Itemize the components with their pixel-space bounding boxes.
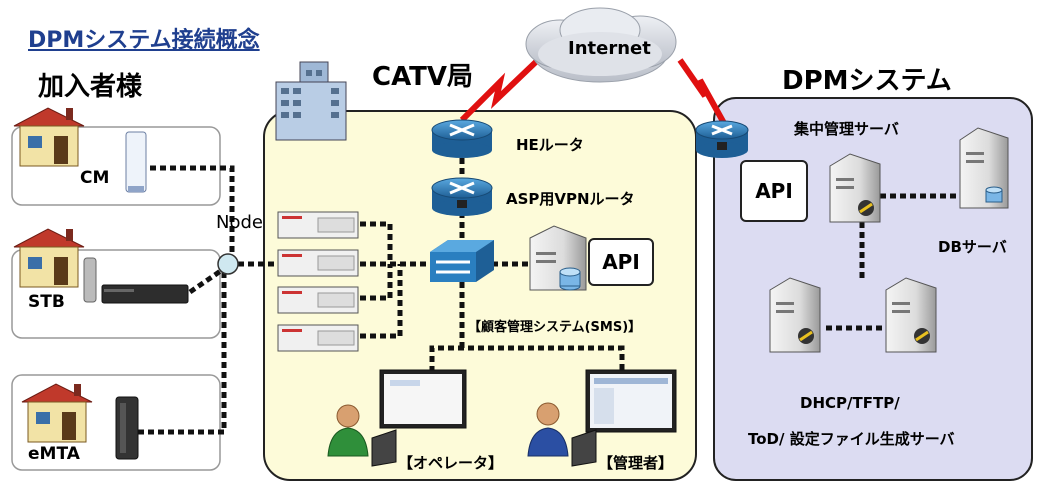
dotted-connections <box>138 148 960 435</box>
central-server-icon <box>829 153 881 223</box>
wan-link-catv <box>459 55 543 123</box>
central-server-label: 集中管理サーバ <box>794 120 899 138</box>
cable-modem-icon <box>125 131 147 193</box>
tod-server-icon <box>885 277 937 353</box>
db-server-label: DBサーバ <box>938 238 1007 256</box>
set-top-box-icon <box>83 257 189 304</box>
internet-label: Internet <box>568 38 651 59</box>
he-router-icon <box>431 119 493 158</box>
subscriber-heading: 加入者様 <box>38 72 143 102</box>
node-label: Node <box>216 212 263 233</box>
dpm-router-icon <box>695 120 749 158</box>
house-icon <box>13 107 85 167</box>
tod-config-label: ToD/ 設定ファイル生成サーバ <box>748 430 955 448</box>
device-label-emta: eMTA <box>28 444 80 464</box>
vpn-router-label: ASP用VPNルータ <box>506 190 635 208</box>
headend-server-icon <box>277 249 359 277</box>
dhcp-tftp-label: DHCP/TFTP/ <box>800 394 900 412</box>
sms-label: 【顧客管理システム(SMS)】 <box>468 320 642 335</box>
node-circle <box>217 253 239 275</box>
house-icon <box>13 228 85 288</box>
diagram-title: DPMシステム接続概念 <box>28 28 260 53</box>
dhcp-server-icon <box>769 277 821 353</box>
admin-monitor-icon <box>585 369 677 433</box>
sms-server-icon <box>529 225 587 291</box>
catv-heading: CATV局 <box>372 62 474 92</box>
device-label-cm: CM <box>80 168 110 188</box>
db-server-icon <box>959 127 1009 209</box>
catv-api-box: API <box>588 238 654 286</box>
headend-server-icon <box>277 324 359 352</box>
admin-label: 【管理者】 <box>598 454 674 472</box>
dpm-heading: DPMシステム <box>782 66 952 96</box>
vpn-router-icon <box>431 177 493 216</box>
emta-icon <box>115 396 139 460</box>
headend-server-icon <box>277 211 359 239</box>
operator-person-icon <box>327 404 397 467</box>
switch-icon <box>430 240 494 282</box>
headend-server-icon <box>277 286 359 314</box>
house-icon <box>21 383 93 443</box>
admin-person-icon <box>527 402 597 467</box>
wan-link-dpm <box>677 58 728 127</box>
building-icon <box>275 61 347 141</box>
internet-cloud <box>525 7 677 83</box>
operator-label: 【オペレータ】 <box>398 454 504 472</box>
he-router-label: HEルータ <box>516 136 584 154</box>
operator-monitor-icon <box>379 369 467 429</box>
device-label-stb: STB <box>28 292 65 312</box>
dpm-api-box: API <box>740 160 808 222</box>
